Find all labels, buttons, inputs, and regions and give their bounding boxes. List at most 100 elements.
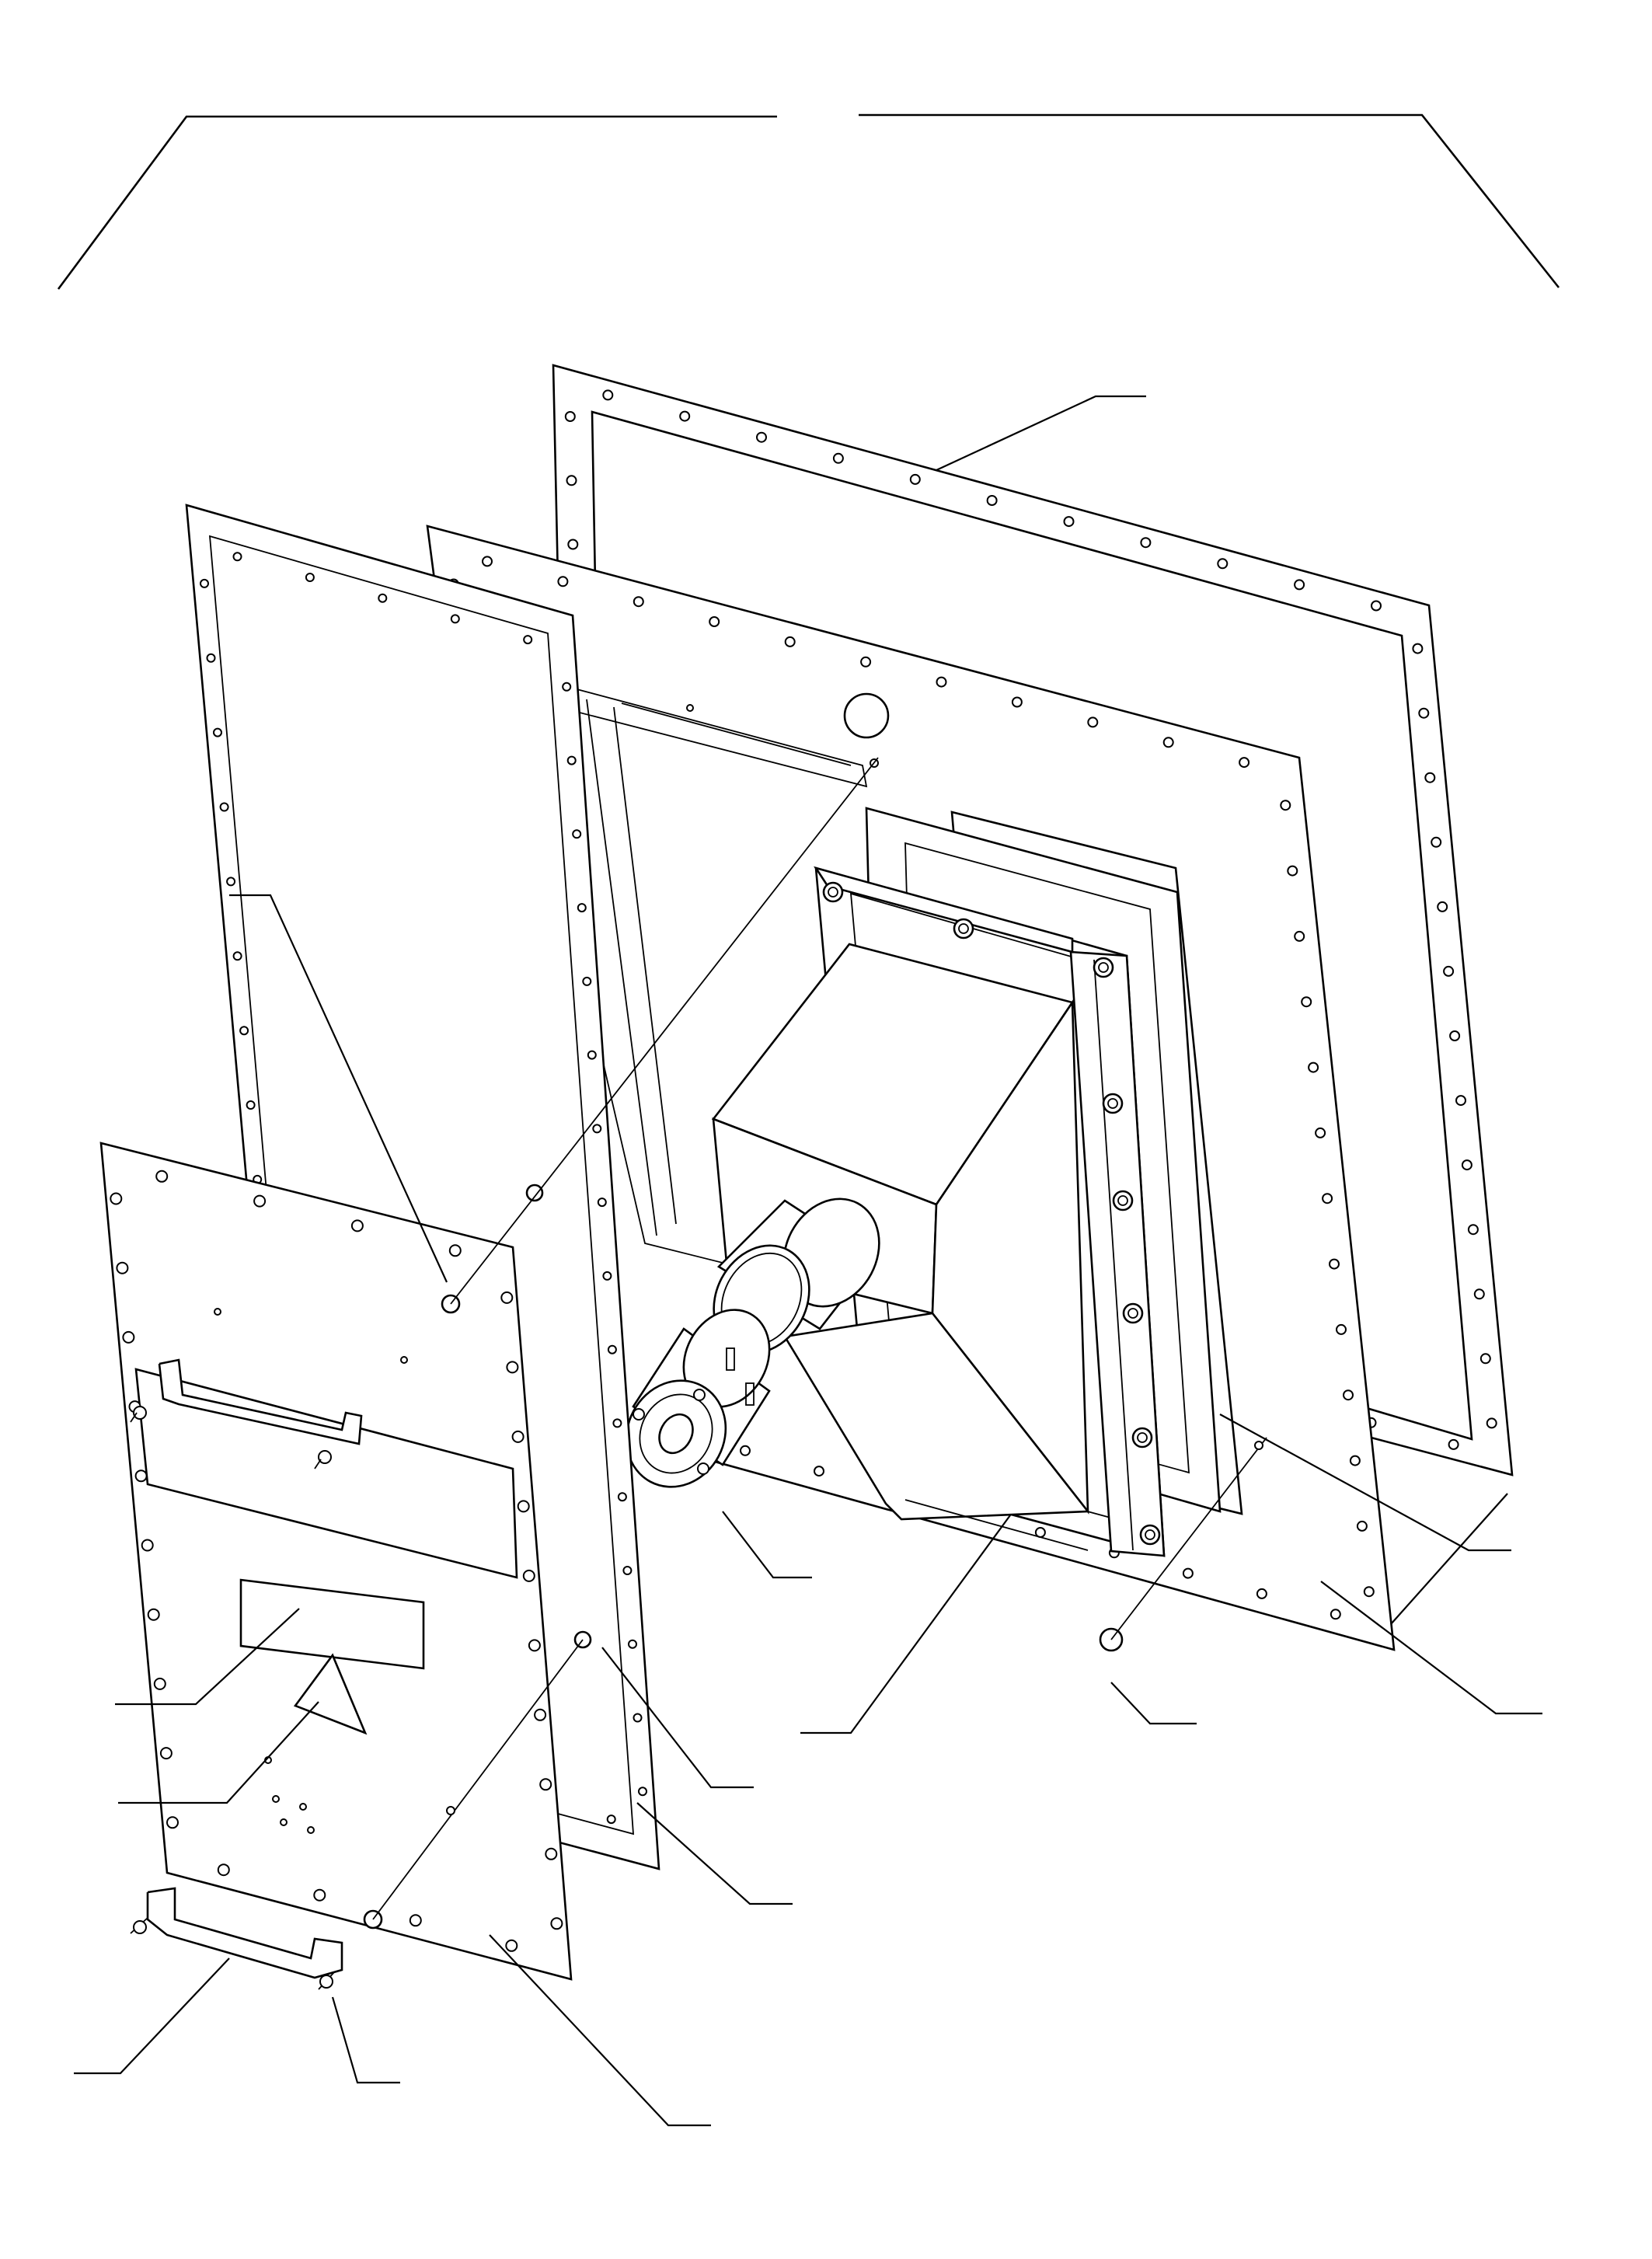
bolt-hole xyxy=(239,1026,249,1036)
bolt-hole xyxy=(562,682,572,692)
hex-bolt-head xyxy=(1093,957,1114,978)
bolt-hole xyxy=(110,1192,123,1205)
bolt-hole xyxy=(448,1244,462,1257)
bolt-hole xyxy=(1287,865,1298,877)
leader-handle-screw xyxy=(331,1996,400,2084)
bolt-hole xyxy=(986,495,998,506)
bolt-hole xyxy=(784,636,796,647)
bolt-hole xyxy=(1437,901,1448,912)
bolt-hole xyxy=(500,1291,514,1304)
bolt-hole xyxy=(482,556,493,567)
bolt-hole xyxy=(557,576,569,587)
bolt-hole xyxy=(313,1888,326,1902)
bolt-hole xyxy=(1443,965,1455,977)
bolt-hole xyxy=(1330,1609,1341,1620)
upper-handle xyxy=(130,1358,363,1469)
bolt-hole xyxy=(528,1639,541,1652)
bolt-hole xyxy=(564,411,576,422)
leader-cable-gland xyxy=(722,1511,812,1579)
bolt-hole xyxy=(1217,558,1229,570)
bolt-washer xyxy=(1127,1308,1138,1319)
bolt-hole xyxy=(1336,1323,1347,1335)
bolt-hole xyxy=(134,1469,148,1483)
bolt-hole xyxy=(505,1939,518,1952)
leader-front-gasket xyxy=(636,1802,793,1905)
bolt-hole xyxy=(155,1170,169,1183)
bolt-washer xyxy=(1145,1529,1155,1540)
bolt-hole xyxy=(1412,643,1424,654)
bolt-washer xyxy=(1137,1432,1148,1443)
bolt-hole xyxy=(153,1677,166,1690)
leader-front-cover xyxy=(489,1934,711,2127)
leader-nameplate xyxy=(115,1608,300,1706)
bolt-hole xyxy=(1140,537,1152,549)
leader-flange-bolt xyxy=(1110,1682,1197,1725)
hex-bolt-head xyxy=(1131,1427,1153,1448)
bolt-hole xyxy=(219,802,229,812)
bolt-hole xyxy=(253,1194,267,1208)
bolt-hole xyxy=(577,903,587,913)
bolt-hole xyxy=(1356,1520,1368,1532)
bolt-hole xyxy=(1280,800,1291,811)
bolt-hole xyxy=(587,1050,597,1060)
bolt-hole xyxy=(622,1566,633,1575)
leader-rear-gasket xyxy=(936,395,1146,471)
bolt-hole xyxy=(1431,836,1442,848)
bolt-hole xyxy=(633,1713,643,1723)
bolt-hole xyxy=(638,1787,647,1797)
bolt-hole xyxy=(1239,757,1250,769)
leader-mounting-plate xyxy=(1320,1581,1542,1715)
front-cover-bolt-holes xyxy=(110,1170,563,1952)
bolt-hole xyxy=(378,593,388,603)
bolt-hole xyxy=(1322,1193,1333,1204)
bolt-hole xyxy=(1424,772,1436,783)
bolt-hole xyxy=(206,653,216,663)
cable-gland-coupling xyxy=(625,1309,771,1488)
bolt-hole xyxy=(232,951,242,961)
bolt-hole xyxy=(1294,930,1305,942)
bolt-hole xyxy=(633,596,644,608)
bolt-hole xyxy=(226,877,236,887)
duct-flange-bolts xyxy=(822,881,1161,1546)
bolt-hole xyxy=(147,1608,160,1621)
bolt-hole xyxy=(607,1344,617,1354)
bolt-hole xyxy=(936,676,947,688)
bolt-hole xyxy=(566,475,577,486)
bolt-hole xyxy=(740,1445,751,1456)
bolt-hole xyxy=(1448,1438,1459,1450)
bolt-hole xyxy=(213,727,222,737)
bolt-hole xyxy=(1063,516,1075,528)
bolt-hole xyxy=(832,452,844,464)
bolt-hole xyxy=(1455,1095,1466,1107)
bolt-hole xyxy=(522,1569,535,1582)
bolt-hole xyxy=(159,1747,173,1760)
bolt-hole xyxy=(709,616,720,627)
bolt-hole xyxy=(909,473,921,485)
bolt-hole xyxy=(534,1708,547,1721)
bolt-hole xyxy=(116,1261,129,1274)
bolt-hole xyxy=(1308,1062,1319,1073)
bolt-hole xyxy=(1301,996,1312,1008)
fastener-details xyxy=(363,757,1267,1930)
bolt-hole xyxy=(550,1917,563,1930)
bolt-hole xyxy=(506,1361,519,1374)
warning-triangle xyxy=(293,1653,368,1735)
bolt-hole xyxy=(217,1863,230,1877)
bolt-hole xyxy=(1363,1586,1375,1598)
hex-bolt-head xyxy=(822,881,844,903)
bolt-hole xyxy=(1449,1030,1461,1041)
bolt-hole xyxy=(572,829,582,839)
bolt-hole xyxy=(617,1492,627,1502)
leader-duct-body xyxy=(800,1515,1011,1734)
hex-bolt-head xyxy=(1102,1093,1124,1114)
leader-bolt-top xyxy=(229,894,448,1283)
bolt-hole xyxy=(1349,1455,1361,1466)
bolt-hole xyxy=(1418,707,1430,719)
bolt-hole xyxy=(602,389,614,401)
bolt-hole xyxy=(350,1219,364,1232)
bolt-hole xyxy=(1256,1588,1267,1599)
leader-rear-corner xyxy=(1390,1493,1508,1625)
bolt-washer xyxy=(1117,1195,1128,1206)
